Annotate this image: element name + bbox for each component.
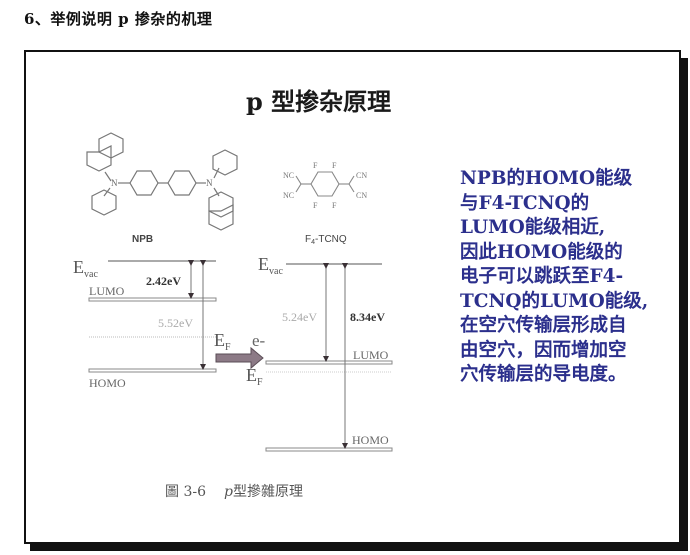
npb-lumo-gap: 2.42eV (146, 274, 181, 288)
npb-structure-icon (86, 132, 238, 231)
f4tcnq-homo-gap: 8.34eV (350, 310, 385, 324)
description-line: 穴传输层的导电度。 (460, 364, 627, 385)
f4tcnq-cn-1: CN (356, 171, 367, 180)
f4tcnq-homo-label: HOMO (352, 433, 389, 447)
f4tcnq-f-2: F (332, 161, 337, 170)
description-line: 在空穴传输层形成自 (460, 315, 627, 336)
f4tcnq-ef-label: EF (246, 365, 263, 388)
slide-frame (24, 50, 681, 544)
figure-number: 圖 3-6 (165, 484, 206, 500)
f4tcnq-f-3: F (313, 201, 318, 210)
description-text: NPB的HOMO能级 与F4-TCNQ的 LUMO能级相近, 因此HOMO能级的… (460, 167, 680, 388)
slide-shadow-bottom (30, 544, 688, 551)
slide-title: p 型掺杂原理 (246, 87, 392, 116)
description-line: LUMO能级相近, (460, 217, 606, 238)
description-line: NPB的HOMO能级 (460, 168, 633, 189)
f4tcnq-f-4: F (332, 201, 337, 210)
f4tcnq-f-1: F (313, 161, 318, 170)
f4tcnq-nc-2: NC (283, 191, 294, 200)
f4tcnq-label: F4-TCNQ (305, 234, 347, 246)
npb-n-right: N (206, 178, 213, 188)
npb-energy-levels (88, 260, 217, 373)
electron-transfer-arrow-icon (215, 346, 264, 370)
npb-label: NPB (132, 234, 153, 245)
slide-shadow-right (681, 58, 688, 551)
electron-label: e- (252, 331, 266, 350)
description-line: 因此HOMO能级的 (460, 241, 623, 263)
npb-ef-label: EF (214, 330, 231, 353)
f4tcnq-nc-1: NC (283, 171, 294, 180)
npb-n-left: N (111, 178, 118, 188)
npb-evac-label: Evac (73, 257, 98, 280)
description-line: 由空穴，因而增加空 (460, 339, 627, 361)
figure-caption: 圖 3-6 p型摻雜原理 (165, 481, 303, 501)
description-line: 与F4-TCNQ的 (460, 192, 590, 214)
f4tcnq-lumo-gap: 5.24eV (282, 310, 317, 324)
caption-p: p (224, 484, 233, 500)
f4tcnq-cn-2: CN (356, 191, 367, 200)
npb-lumo-label: LUMO (89, 284, 125, 298)
npb-homo-label: HOMO (89, 376, 126, 390)
f4tcnq-structure-icon (295, 171, 355, 197)
section-heading: 6、举例说明 p 掺杂的机理 (24, 10, 213, 28)
npb-homo-gap: 5.52eV (158, 316, 193, 330)
f4tcnq-energy-levels (265, 263, 393, 452)
description-line: TCNQ的LUMO能级, (460, 290, 649, 312)
description-line: 电子可以跳跃至F4- (460, 266, 624, 287)
f4tcnq-lumo-label: LUMO (353, 348, 389, 362)
f4tcnq-evac-label: Evac (258, 254, 283, 277)
caption-text: 型摻雜原理 (232, 484, 303, 500)
